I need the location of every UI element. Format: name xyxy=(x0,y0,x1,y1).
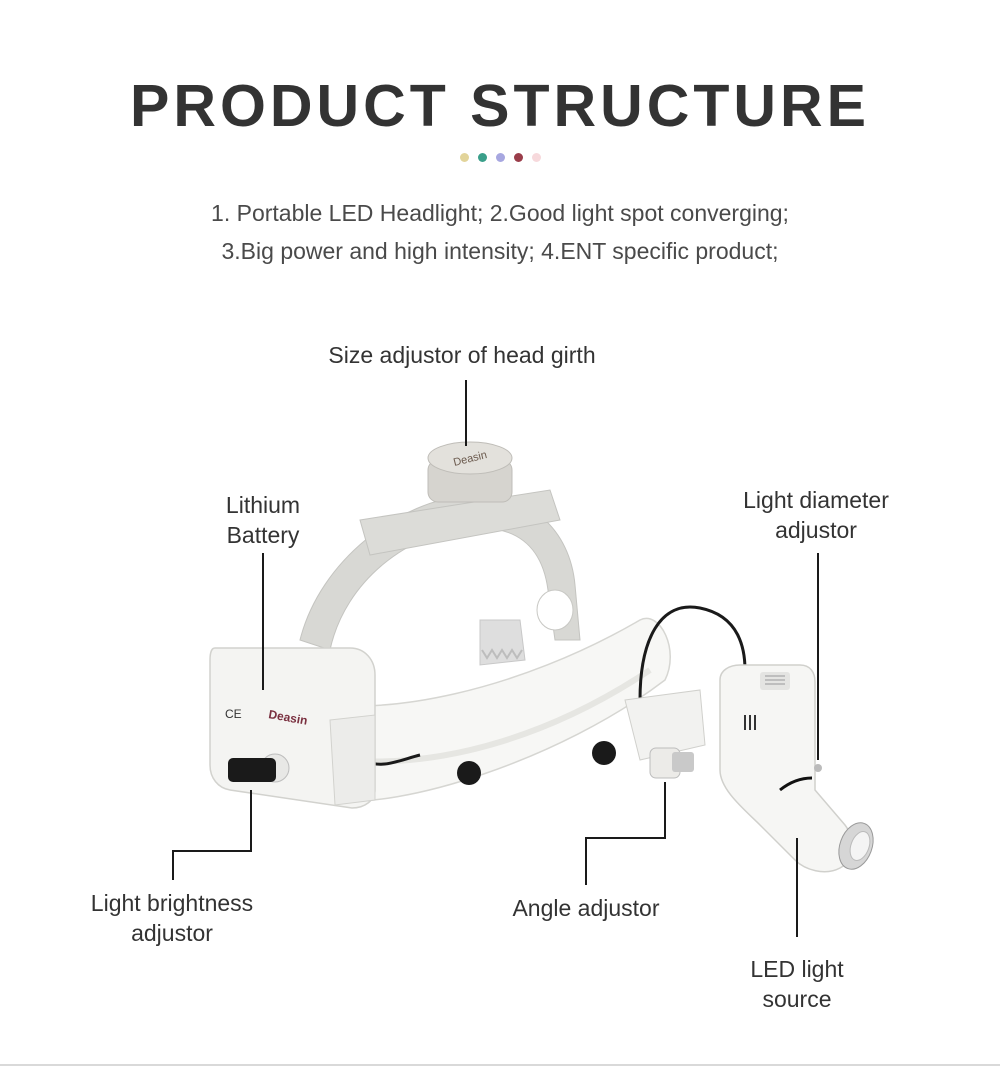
lamp-housing xyxy=(719,664,853,873)
front-band-shade xyxy=(339,667,652,765)
description-line-1: 1. Portable LED Headlight; 2.Good light … xyxy=(211,200,789,226)
label-brightness-line2: adjustor xyxy=(131,920,213,946)
pink-dot xyxy=(531,153,541,162)
cable-right xyxy=(638,605,747,701)
callout-lines xyxy=(172,380,819,937)
teal-dot xyxy=(477,153,487,162)
front-band xyxy=(298,617,671,802)
angle-bracket xyxy=(624,689,706,761)
label-light-brightness: Light brightness adjustor xyxy=(62,888,282,948)
label-brightness-line1: Light brightness xyxy=(90,890,254,916)
brightness-knob xyxy=(228,758,276,782)
label-angle-adjustor: Angle adjustor xyxy=(512,895,660,921)
diameter-slot xyxy=(779,776,813,792)
label-light-diameter: Light diameter adjustor xyxy=(716,485,916,545)
label-led-line2: source xyxy=(762,986,832,1012)
label-lithium-battery: Lithium Battery xyxy=(183,490,343,550)
lavender-dot xyxy=(495,153,505,162)
band-button-left xyxy=(457,761,481,785)
label-lithium-line2: Battery xyxy=(226,522,300,548)
battery-brand: Deasin xyxy=(267,707,308,728)
yellow-dot xyxy=(459,153,469,162)
description-line-2: 3.Big power and high intensity; 4.ENT sp… xyxy=(221,238,779,264)
label-size-adjustor: Size adjustor of head girth xyxy=(328,342,596,368)
decorative-dots xyxy=(0,153,1000,162)
size-adjustor-knob-top xyxy=(427,441,513,475)
bottom-divider xyxy=(0,1064,1000,1066)
arch-hole xyxy=(536,589,574,631)
label-diameter-line2: adjustor xyxy=(775,517,857,543)
label-led-line1: LED light xyxy=(750,956,844,982)
label-lithium-line1: Lithium xyxy=(225,492,301,518)
ce-mark: CE xyxy=(225,707,242,721)
maroon-dot xyxy=(513,153,523,162)
label-diameter-line1: Light diameter xyxy=(743,487,889,513)
page-title: PRODUCT STRUCTURE xyxy=(130,73,870,139)
label-led-light-source: LED light source xyxy=(707,954,887,1014)
band-button-right xyxy=(592,741,616,765)
callout-brightness xyxy=(172,790,252,880)
callout-angle xyxy=(585,782,666,885)
